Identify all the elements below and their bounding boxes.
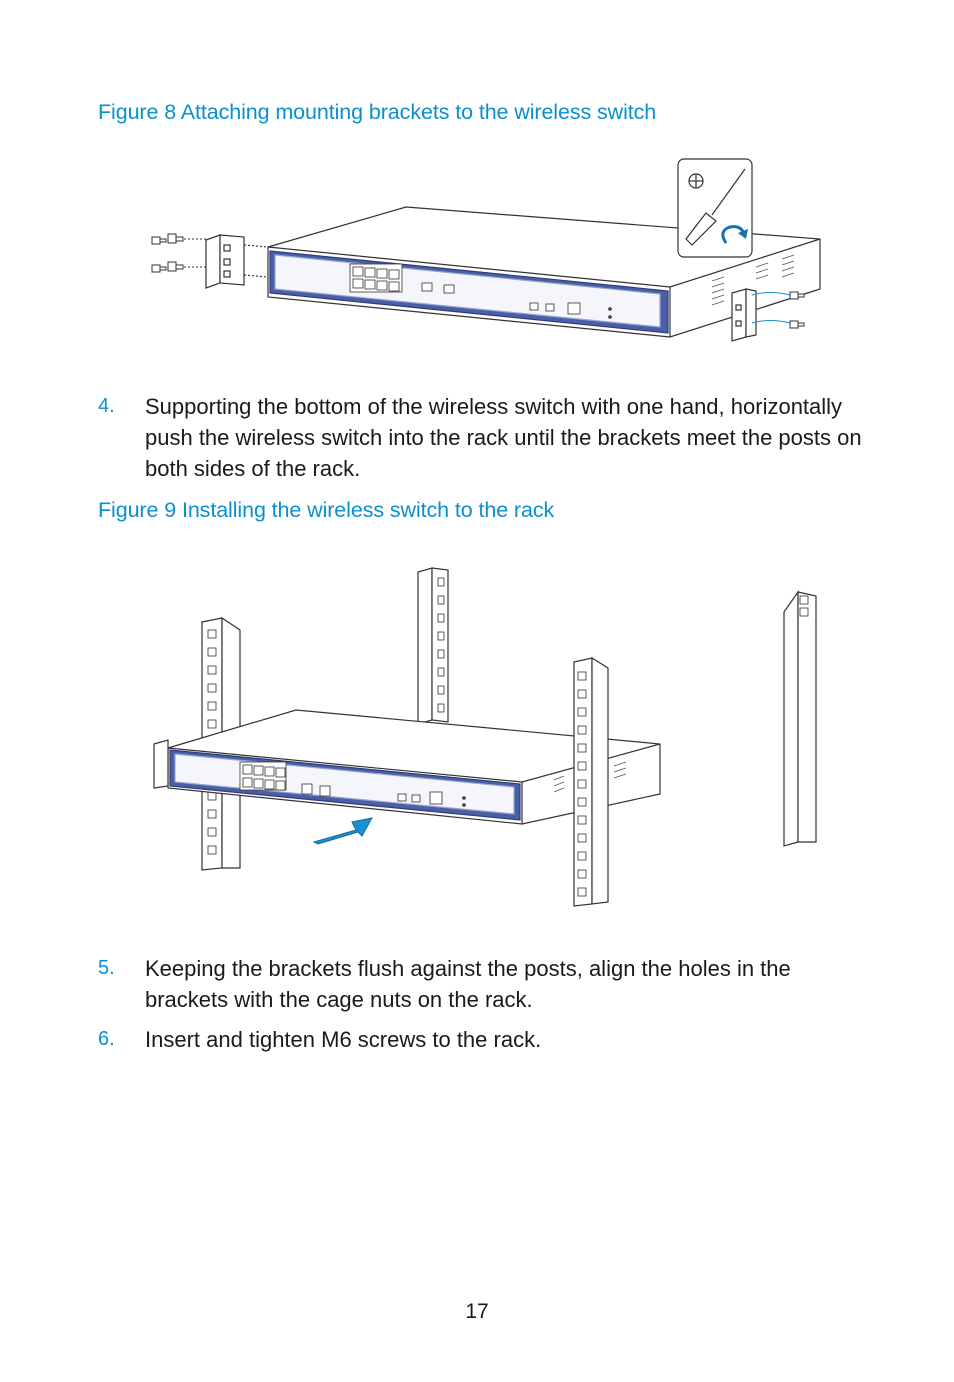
sfp-ports xyxy=(301,783,443,805)
figure-8-illustration xyxy=(151,158,821,342)
wireless-switch xyxy=(153,709,661,825)
phillips-head-icon xyxy=(688,173,704,189)
right-screws xyxy=(751,291,805,329)
step-number: 5. xyxy=(98,957,115,979)
figure-9-caption: Figure 9 Installing the wireless switch … xyxy=(98,498,555,522)
push-direction-arrow xyxy=(312,817,373,845)
left-screws xyxy=(151,233,210,273)
screwdriver-icon xyxy=(685,168,746,246)
step-5: 5. Keeping the brackets flush against th… xyxy=(98,953,868,1015)
right-mounting-bracket xyxy=(731,288,757,342)
step-text: Supporting the bottom of the wireless sw… xyxy=(145,394,862,481)
ethernet-ports xyxy=(239,761,287,791)
left-mounting-bracket xyxy=(205,234,269,289)
page-number: 17 xyxy=(465,1300,489,1323)
screwdriver-inset xyxy=(677,158,753,258)
step-number: 4. xyxy=(98,395,115,417)
rotate-arrow-icon xyxy=(721,225,746,244)
screw-icon xyxy=(151,233,210,245)
sfp-ports xyxy=(421,282,581,315)
step-text: Keeping the brackets flush against the p… xyxy=(145,956,791,1012)
status-leds xyxy=(462,796,466,807)
rack-post xyxy=(573,656,609,907)
rack-post xyxy=(783,590,817,847)
rack-post xyxy=(417,567,449,725)
step-text: Insert and tighten M6 screws to the rack… xyxy=(145,1027,542,1052)
step-4: 4. Supporting the bottom of the wireless… xyxy=(98,391,868,484)
status-leds xyxy=(608,307,612,319)
screw-icon xyxy=(151,261,210,273)
step-6: 6. Insert and tighten M6 screws to the r… xyxy=(98,1024,868,1055)
side-vents xyxy=(553,761,627,793)
figure-9-illustration xyxy=(153,567,817,907)
ethernet-ports xyxy=(349,263,403,293)
wireless-switch xyxy=(267,206,821,338)
figure-8-caption: Figure 8 Attaching mounting brackets to … xyxy=(98,100,657,124)
side-vents xyxy=(711,254,795,306)
step-number: 6. xyxy=(98,1028,115,1050)
